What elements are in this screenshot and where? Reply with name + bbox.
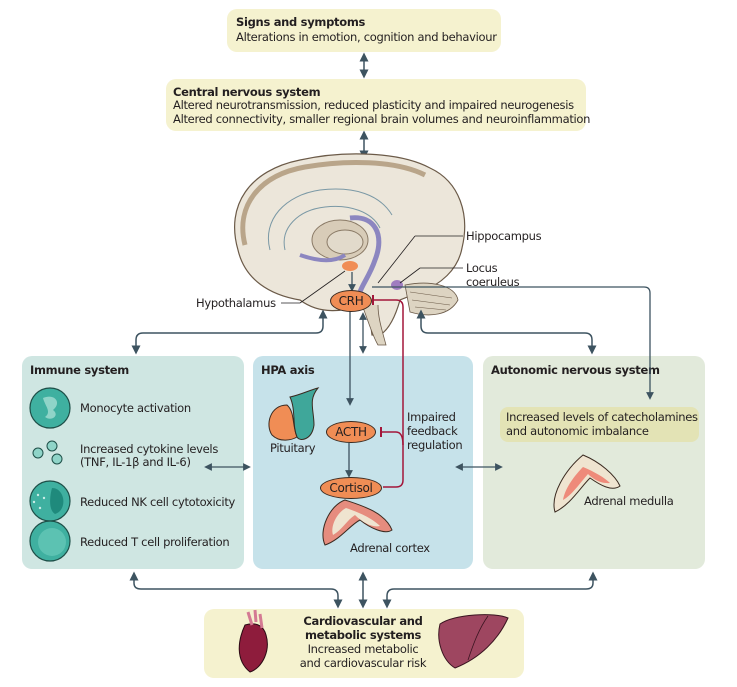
cortisol-hormone: Cortisol [320,477,382,499]
immune-title: Immune system [30,363,129,377]
signs-text: Alterations in emotion, cognition and be… [236,30,497,44]
signs-title: Signs and symptoms [236,15,366,29]
hippocampus-label: Hippocampus [466,229,542,243]
adrenal-medulla-icon [553,454,621,513]
signs-and-symptoms-box: Signs and symptoms Alterations in emotio… [227,9,501,52]
cns-line1: Altered neurotransmission, reduced plast… [173,98,574,112]
crh-hormone: CRH [330,290,372,312]
adrenal-medulla-label: Adrenal medulla [584,494,674,508]
catecholamines-line1: Increased levels of catecholamines [506,410,698,424]
cardio-title-2: metabolic systems [304,628,422,642]
cns-title: Central nervous system [173,85,321,99]
hpa-axis-panel: HPA axis [253,356,473,569]
feedback-label-3: regulation [407,438,463,452]
cytokine-icon [32,440,63,465]
cardio-text-2: and cardiovascular risk [299,656,427,670]
cardio-title-1: Cardiovascular and [303,614,423,628]
feedback-label-2: feedback [407,424,458,438]
adrenal-cortex-label: Adrenal cortex [350,541,430,555]
immune-item-monocyte: Monocyte activation [80,401,191,415]
acth-hormone: ACTH [326,421,376,443]
feedback-label-1: Impaired [407,410,456,424]
pituitary-icon [268,387,320,441]
locus-coeruleus-label-1: Locus [466,261,498,275]
heart-icon [238,609,268,673]
cardio-text-1: Increased metabolic [307,642,419,656]
cns-line2: Altered connectivity, smaller regional b… [173,112,591,126]
ans-title: Autonomic nervous system [491,363,660,377]
adrenal-cortex-icon [322,499,393,546]
catecholamines-line2: and autonomic imbalance [506,424,649,438]
liver-icon [438,614,509,669]
locus-coeruleus-label-2: coeruleus [466,275,520,289]
central-nervous-system-box: Central nervous system Altered neurotran… [166,79,590,131]
hpa-title: HPA axis [261,363,315,377]
hypothalamus-label: Hypothalamus [196,296,276,310]
immune-item-cytokine-1: Increased cytokine levels [80,442,219,456]
immune-item-nk: Reduced NK cell cytotoxicity [80,495,236,509]
monocyte-icon [29,387,71,429]
nk-cell-icon [29,480,71,522]
immune-item-cytokine-2: (TNF, IL-1β and IL-6) [80,455,191,469]
immune-item-tcell: Reduced T cell proliferation [80,535,230,549]
t-cell-icon [29,520,71,562]
catecholamines-callout: Increased levels of catecholamines and a… [500,407,699,442]
pituitary-label: Pituitary [270,441,316,455]
brain-illustration [234,153,466,346]
